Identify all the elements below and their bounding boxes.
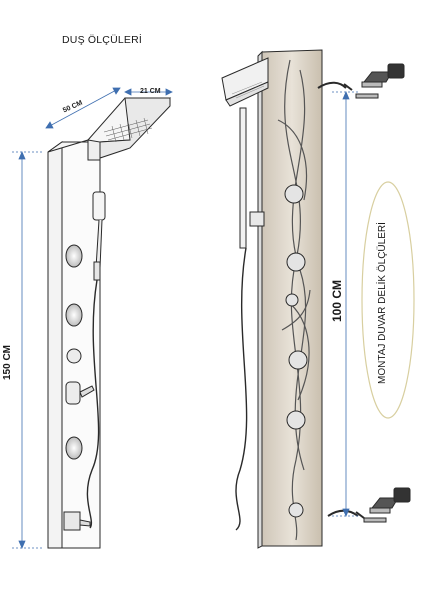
mount-holes-label: MONTAJ DUVAR DELİK ÖLÇÜLERİ [377, 222, 388, 384]
head-front [87, 139, 101, 161]
internal-valves [284, 184, 308, 518]
dimension-lines-right [332, 90, 360, 518]
wall-hook-top-icon [317, 63, 405, 99]
diverter-knob-icon [66, 348, 82, 364]
mixer-lever-icon [65, 381, 95, 405]
panel-column [47, 141, 63, 549]
front-view [47, 97, 172, 549]
height-label: 150 CM [2, 344, 13, 380]
spout-icon [63, 511, 91, 531]
back-view [221, 49, 411, 549]
mount-label-ellipse [361, 181, 415, 419]
hole-spacing-label: 100 CM [330, 279, 344, 322]
rain-nozzles [103, 117, 153, 143]
depth-label: 21 CM [140, 88, 161, 95]
wall-hook-bottom-icon [327, 487, 411, 523]
dimension-lines-left [12, 87, 173, 550]
side-hose [235, 247, 248, 531]
body-jets [65, 244, 83, 460]
hand-shower-icon [86, 191, 106, 529]
side-bar [239, 107, 247, 249]
diagram-title: DUŞ ÖLÇÜLERİ [62, 34, 143, 46]
